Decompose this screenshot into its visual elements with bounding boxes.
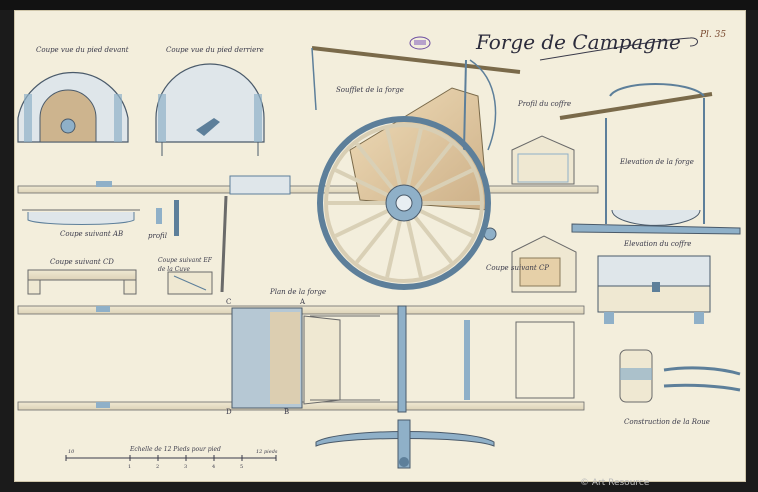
wheel-spoke bbox=[385, 220, 402, 278]
scale-tick-label: 1 bbox=[128, 464, 131, 470]
wheel-spoke bbox=[419, 168, 474, 197]
library-seal bbox=[409, 36, 431, 50]
letter-b: B bbox=[284, 408, 289, 416]
label-coupe-cd: Coupe suivant CD bbox=[50, 258, 114, 266]
label-coupe-ef: Coupe suivant EF de la Cuve bbox=[158, 257, 212, 273]
wheel-spoke bbox=[413, 142, 453, 191]
elevation-forge-view bbox=[559, 83, 741, 235]
letter-c: C bbox=[226, 298, 231, 306]
coupe-cd-view bbox=[27, 269, 137, 295]
wheel-spoke bbox=[406, 128, 423, 186]
label-profil: profil bbox=[148, 232, 167, 240]
label-coupe-derriere: Coupe vue du pied derriere bbox=[166, 46, 264, 54]
wheel-spoke bbox=[413, 215, 453, 264]
label-coupe-devant: Coupe vue du pied devant bbox=[36, 46, 129, 54]
wheel-side-view bbox=[317, 116, 491, 290]
plan-forge-view bbox=[17, 305, 585, 413]
scale-tick-label: 5 bbox=[240, 464, 243, 470]
wheel-plan-view bbox=[315, 419, 495, 469]
coupe-ef-view bbox=[167, 271, 213, 295]
elevation-coffre-view bbox=[597, 255, 711, 324]
scale-end-label: 12 pieds bbox=[256, 449, 278, 455]
scale-tick-label: 4 bbox=[212, 464, 215, 470]
top-border bbox=[0, 0, 758, 10]
label-echelle: Echelle de 12 Pieds pour pied bbox=[130, 446, 221, 453]
wheel-spoke bbox=[334, 168, 389, 197]
wheel-spoke bbox=[355, 142, 395, 191]
plate-title: Forge de Campagne bbox=[476, 30, 681, 54]
wheel-spoke bbox=[419, 209, 474, 238]
hub-detail bbox=[619, 349, 741, 403]
label-plan-forge: Plan de la forge bbox=[270, 288, 327, 296]
wheel-spoke bbox=[406, 220, 423, 278]
label-soufflet: Soufflet de la forge bbox=[336, 86, 404, 94]
plate-number: Pl. 35 bbox=[700, 30, 727, 40]
watermark: © Art Resource bbox=[580, 478, 650, 488]
scale-start-label: 10 bbox=[68, 449, 75, 455]
wheel-spoke bbox=[355, 215, 395, 264]
letter-a: A bbox=[299, 298, 306, 306]
wheel-spoke bbox=[334, 209, 389, 238]
wheel-spoke bbox=[385, 128, 402, 186]
letter-d: D bbox=[226, 408, 232, 416]
scale-tick-label: 3 bbox=[184, 464, 187, 470]
title-flourish bbox=[539, 37, 698, 61]
label-coupe-ab: Coupe suivant AB bbox=[60, 230, 124, 238]
scale-tick-label: 2 bbox=[156, 464, 159, 470]
profil-coffre-view bbox=[511, 135, 575, 185]
coupe-devant-view bbox=[17, 72, 129, 143]
coupe-ab-view bbox=[22, 200, 179, 236]
label-coupe-cp: Coupe suivant CP bbox=[486, 264, 550, 272]
label-profil-coffre: Profil du coffre bbox=[518, 100, 572, 108]
label-construction-roue: Construction de la Roue bbox=[624, 418, 710, 426]
label-elevation-forge: Elevation de la forge bbox=[620, 158, 694, 166]
coupe-cp-view bbox=[511, 235, 577, 293]
coupe-derriere-view bbox=[155, 63, 265, 156]
scale-bar: 1 2 3 4 5 bbox=[65, 455, 277, 470]
label-elevation-coffre: Elevation du coffre bbox=[624, 240, 692, 248]
